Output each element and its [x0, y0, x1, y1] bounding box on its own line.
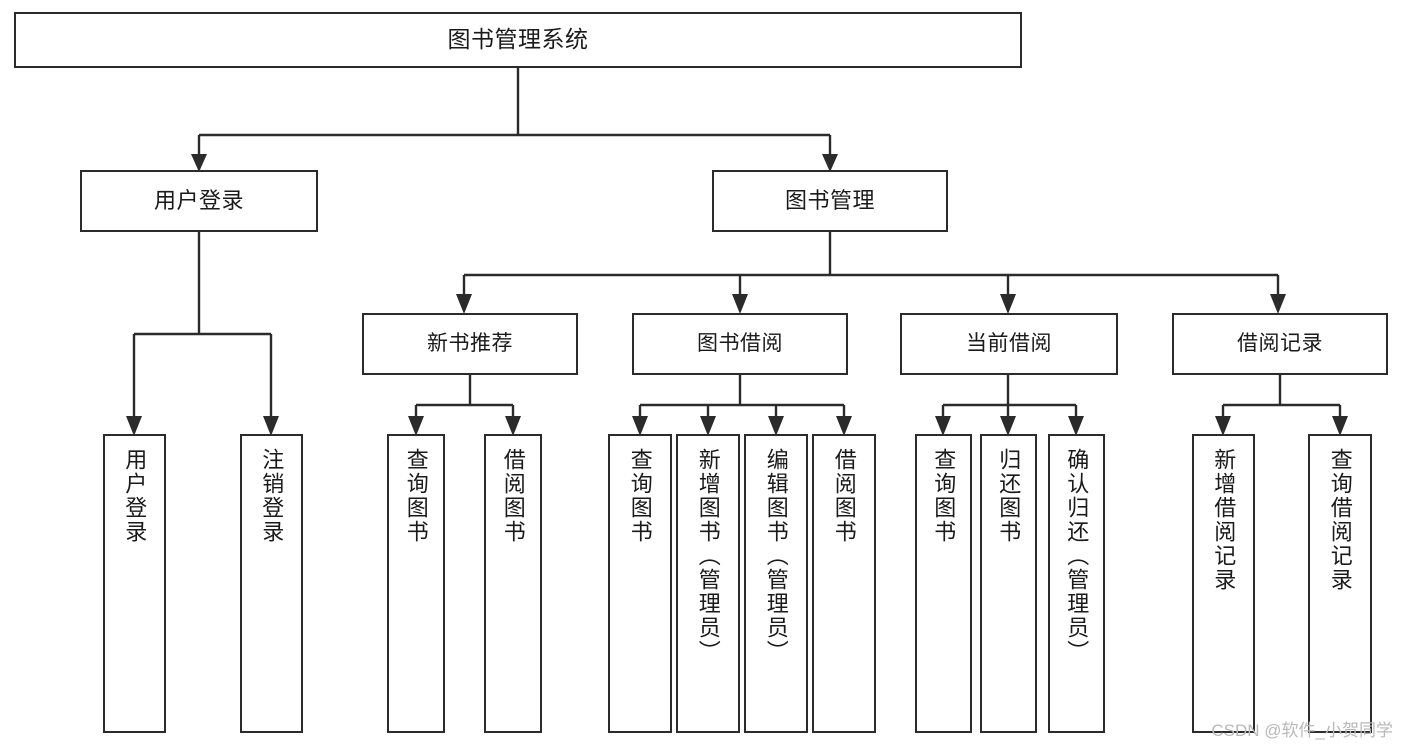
arrowhead-leaf-user-logout: [263, 416, 279, 436]
node-book-borrow[interactable]: 图书借阅: [632, 313, 848, 375]
node-leaf-query-record[interactable]: 查询借阅记录: [1308, 434, 1372, 733]
node-leaf-user-login-label: 用户登录: [122, 448, 148, 544]
node-leaf-return-book[interactable]: 归还图书: [980, 434, 1037, 733]
node-leaf-query-book-3[interactable]: 查询图书: [915, 434, 972, 733]
node-book-borrow-label: 图书借阅: [697, 332, 783, 356]
node-leaf-confirm-return-label: 确认归还（管理员）: [1064, 448, 1090, 664]
watermark: CSDN @软件_小贺同学: [1211, 721, 1393, 740]
node-borrow-record[interactable]: 借阅记录: [1172, 313, 1388, 375]
node-leaf-borrow-book-1-label: 借阅图书: [500, 448, 526, 544]
arrowhead-leaf-edit-book: [768, 416, 784, 436]
node-leaf-query-book-3-label: 查询图书: [931, 448, 957, 544]
arrowhead-current-borrow: [1000, 294, 1016, 314]
node-book-manage-label: 图书管理: [784, 187, 875, 213]
arrowhead-leaf-add-record: [1215, 416, 1231, 436]
arrowhead-leaf-query-record: [1332, 416, 1348, 436]
node-new-book-recommend[interactable]: 新书推荐: [362, 313, 578, 375]
node-leaf-borrow-book-1[interactable]: 借阅图书: [484, 434, 542, 733]
arrowhead-leaf-borrow-book-2: [836, 416, 852, 436]
arrowhead-book-borrow: [732, 294, 748, 314]
node-leaf-user-logout-label: 注销登录: [259, 448, 285, 544]
node-user-login[interactable]: 用户登录: [80, 170, 318, 232]
node-leaf-add-book[interactable]: 新增图书（管理员）: [676, 434, 740, 733]
node-root-label: 图书管理系统: [447, 26, 589, 53]
node-leaf-add-record[interactable]: 新增借阅记录: [1192, 434, 1255, 733]
node-current-borrow-label: 当前借阅: [966, 332, 1052, 356]
node-new-book-recommend-label: 新书推荐: [427, 332, 513, 356]
node-leaf-query-record-label: 查询借阅记录: [1327, 448, 1353, 592]
arrowhead-leaf-query-book-3: [935, 416, 951, 436]
node-leaf-add-book-label: 新增图书（管理员）: [695, 448, 721, 664]
node-leaf-return-book-label: 归还图书: [996, 448, 1022, 544]
arrowhead-leaf-return-book: [1000, 416, 1016, 436]
node-leaf-user-logout[interactable]: 注销登录: [240, 434, 303, 733]
node-leaf-edit-book[interactable]: 编辑图书（管理员）: [744, 434, 808, 733]
node-leaf-query-book-2[interactable]: 查询图书: [608, 434, 672, 733]
node-leaf-borrow-book-2-label: 借阅图书: [831, 448, 857, 544]
arrowhead-leaf-borrow-book-1: [505, 416, 521, 436]
node-leaf-borrow-book-2[interactable]: 借阅图书: [812, 434, 876, 733]
arrowhead-leaf-user-login: [126, 416, 142, 436]
arrowhead-leaf-query-book-2: [632, 416, 648, 436]
node-root[interactable]: 图书管理系统: [14, 12, 1022, 68]
node-user-login-label: 用户登录: [153, 187, 244, 213]
node-borrow-record-label: 借阅记录: [1237, 332, 1323, 356]
node-leaf-query-book-1-label: 查询图书: [403, 448, 429, 544]
node-leaf-query-book-1[interactable]: 查询图书: [387, 434, 445, 733]
arrowhead-leaf-add-book: [700, 416, 716, 436]
node-leaf-query-book-2-label: 查询图书: [627, 448, 653, 544]
arrowhead-borrow-record: [1270, 294, 1286, 314]
node-book-manage[interactable]: 图书管理: [712, 170, 948, 232]
node-leaf-user-login[interactable]: 用户登录: [103, 434, 166, 733]
arrowhead-leaf-confirm-return: [1068, 416, 1084, 436]
node-leaf-add-record-label: 新增借阅记录: [1211, 448, 1237, 592]
node-leaf-confirm-return[interactable]: 确认归还（管理员）: [1048, 434, 1105, 733]
arrowhead-leaf-query-book-1: [408, 416, 424, 436]
node-current-borrow[interactable]: 当前借阅: [900, 313, 1118, 375]
node-leaf-edit-book-label: 编辑图书（管理员）: [763, 448, 789, 664]
arrowhead-new-book-recommend: [456, 294, 472, 314]
